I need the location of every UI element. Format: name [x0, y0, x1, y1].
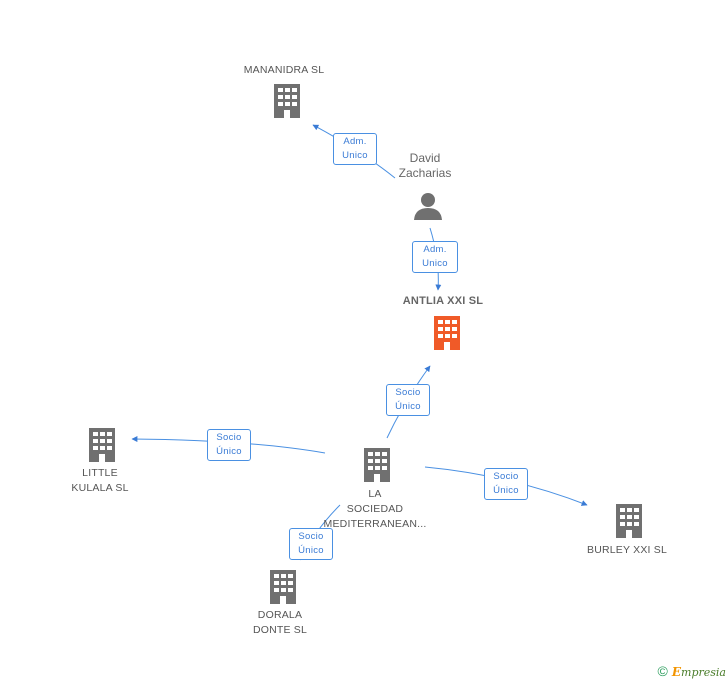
brand-initial: E [671, 665, 682, 679]
relation-badge-socio-dorala[interactable]: Socio Único [289, 528, 333, 560]
footer-brand: ©Empresia [658, 663, 726, 679]
node-label-burley[interactable]: BURLEY XXI SL [586, 544, 668, 556]
relation-badge-adm-antlia[interactable]: Adm. Unico [412, 241, 458, 273]
node-label-la-sociedad[interactable]: LA SOCIEDAD MEDITERRANEAN... [323, 488, 427, 530]
copyright-icon: © [657, 663, 668, 679]
node-label-little-kulala[interactable]: LITTLE KULALA SL [71, 467, 129, 494]
building-icon[interactable] [268, 570, 298, 604]
building-icon[interactable] [87, 428, 117, 462]
relation-badge-socio-burley[interactable]: Socio Único [484, 468, 528, 500]
building-icon[interactable] [432, 316, 462, 350]
relation-badge-socio-little[interactable]: Socio Único [207, 429, 251, 461]
relation-badge-socio-antlia[interactable]: Socio Único [386, 384, 430, 416]
person-icon[interactable] [413, 192, 443, 220]
relation-badge-adm-mananidra[interactable]: Adm. Unico [333, 133, 377, 165]
building-icon[interactable] [362, 448, 392, 482]
building-icon[interactable] [614, 504, 644, 538]
brand-name: mpresia [681, 666, 726, 679]
building-icon[interactable] [272, 84, 302, 118]
node-label-antlia[interactable]: ANTLIA XXI SL [402, 295, 484, 307]
person-label[interactable]: David Zacharias [398, 151, 452, 180]
node-label-dorala[interactable]: DORALA DONTE SL [252, 609, 308, 636]
node-label-mananidra[interactable]: MANANIDRA SL [243, 64, 325, 76]
